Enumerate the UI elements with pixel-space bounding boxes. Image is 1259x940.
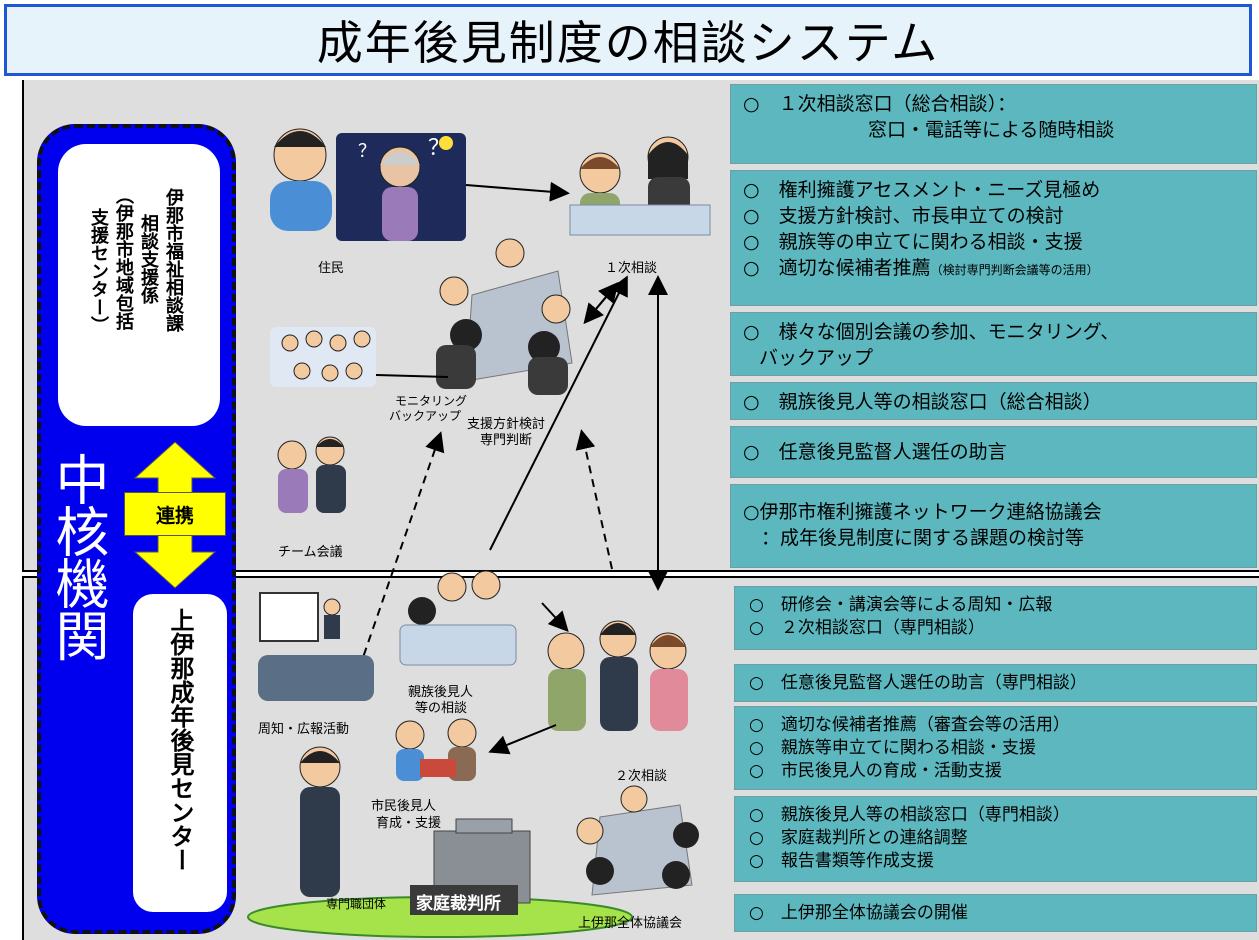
residents-illustration: ？ ？ [270,128,466,241]
kamiina-guardian-center-box: 上伊那成年後見センター [133,594,227,912]
lower-note-4: ○ 親族後見人等の相談窓口（専門相談） ○ 家庭裁判所との連絡調整 ○ 報告書類… [734,796,1257,882]
label-relative-guardian: 親族後見人 [408,685,474,700]
upper-note-1: ○ １次相談窓口（総合相談）： 窓口・電話等による随時相談 [730,84,1257,164]
label-backup: バックアップ [389,409,462,423]
upper-note-3: ○ 様々な個別会議の参加、モニタリング、 バックアップ [730,312,1257,376]
ina-city-welfare-box: 伊那市福祉相談課 相談支援係 （伊那市地域包括 支援センター） [58,144,220,426]
core-agency-label: 中核機関 [46,452,109,660]
kamiina-center-label: 上伊那成年後見センター [166,608,194,872]
lower-note-1: ○ 研修会・講演会等による周知・広報 ○ ２次相談窓口（専門相談） [734,586,1257,650]
second-consult-illustration [547,620,688,731]
label-professional-body: 専門職団体 [326,897,387,911]
label-publicity: 周知・広報活動 [258,722,350,737]
citizen-guardian-illustration [395,718,477,781]
svg-text:？: ？ [358,141,376,162]
agency-line-3: （伊那市地域包括 [113,186,134,330]
link-label: 連携 [124,492,226,536]
upper-note-2: ○ 権利擁護アセスメント・ニーズ見極め ○ 支援方針検討、市長申立ての検討 ○ … [730,170,1257,306]
label-policy-review: 支援方針検討 [467,417,546,432]
professionals-illustration [270,327,376,387]
label-relative-consult: 等の相談 [415,701,468,716]
label-council: 上伊那全体協議会 [578,916,683,931]
upper-note-5: ○ 任意後見監督人選任の助言 [730,426,1257,478]
professional-illustration [299,746,341,897]
label-monitoring: モニタリング [395,394,468,408]
upper-note-6: ○伊那市権利擁護ネットワーク連絡協議会 ：成年後見制度に関する課題の検討等 [730,484,1257,568]
label-citizen-guardian: 市民後見人 [371,799,437,814]
team-meeting-illustration [277,436,346,513]
label-second-consult: ２次相談 [615,769,668,784]
relative-guardian-illustration [399,570,517,666]
label-team-meeting: チーム会議 [278,545,343,560]
label-residents: 住民 [318,261,345,276]
upper-note-4: ○ 親族後見人等の相談窓口（総合相談） [730,382,1257,420]
illustration-layer: ？ ？ [247,128,711,938]
agency-line-1: 伊那市福祉相談課 [163,188,184,332]
court-sign [410,885,518,915]
first-consult-illustration [569,136,711,236]
agency-line-2: 相談支援係 [138,214,159,304]
lower-note-2: ○ 任意後見監督人選任の助言（専門相談） [734,664,1257,702]
council-illustration [576,785,699,896]
label-citizen-support: 育成・支援 [376,816,442,831]
policy-meeting-illustration [436,238,573,395]
label-first-consult: １次相談 [605,261,658,276]
label-family-court: 家庭裁判所 [416,894,501,914]
publicity-illustration [258,592,374,701]
lower-note-5: ○ 上伊那全体協議会の開催 [734,894,1257,932]
agency-line-4: 支援センター） [88,208,109,334]
lower-note-3: ○ 適切な候補者推薦（審査会等の活用） ○ 親族等申立てに関わる相談・支援 ○ … [734,706,1257,790]
label-expert-judgment: 専門判断 [480,433,533,448]
page-title: 成年後見制度の相談システム [4,4,1252,76]
